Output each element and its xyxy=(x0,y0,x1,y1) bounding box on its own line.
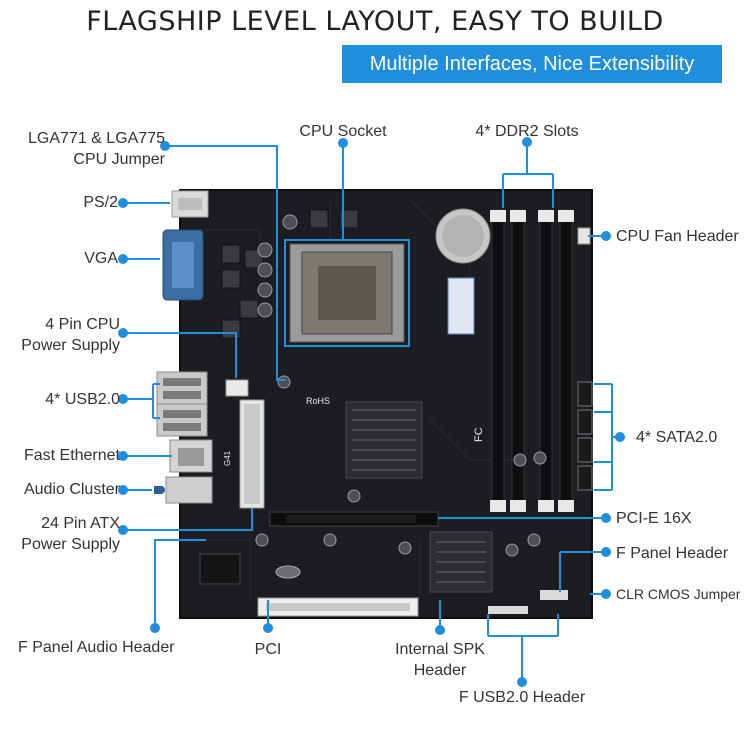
rohs-marking: RoHS xyxy=(306,396,330,406)
label-ddr2-slots: 4* DDR2 Slots xyxy=(475,123,579,140)
subtitle-banner: Multiple Interfaces, Nice Extensibility xyxy=(342,45,722,83)
page-title: FLAGSHIP LEVEL LAYOUT, EASY TO BUILD xyxy=(86,6,664,37)
dimm-latches xyxy=(490,210,574,512)
label-atx-power: 24 Pin ATX Power Supply xyxy=(21,515,120,553)
label-cpu-socket: CPU Socket xyxy=(299,123,387,140)
label-pci: PCI xyxy=(254,641,282,658)
label-clr-cmos: CLR CMOS Jumper xyxy=(616,586,741,602)
label-ethernet: Fast Ethernet xyxy=(23,447,120,464)
label-cpu-jumper: LGA771 & LGA775 CPU Jumper xyxy=(28,130,165,168)
fc-marking: FC xyxy=(473,427,485,442)
sticker xyxy=(447,277,475,335)
sata-ports xyxy=(577,381,593,491)
vrm-capacitors xyxy=(257,214,298,318)
audio-jack xyxy=(165,476,213,504)
ddr2-slots xyxy=(491,209,573,507)
label-f-panel-audio: F Panel Audio Header xyxy=(18,639,175,656)
f-usb-header-part xyxy=(488,606,528,614)
usb-port-lower xyxy=(156,403,208,437)
label-usb: 4* USB2.0 xyxy=(45,391,120,408)
board-capacitors xyxy=(255,375,547,557)
f-panel-header-part xyxy=(540,590,568,600)
label-vga: VGA xyxy=(84,250,118,267)
label-cpu-fan: CPU Fan Header xyxy=(616,228,739,245)
io-chip xyxy=(199,553,241,585)
label-f-panel: F Panel Header xyxy=(616,545,729,562)
cpu-power-connector xyxy=(225,379,249,397)
model-marking: G41 xyxy=(223,450,232,466)
label-sata: 4* SATA2.0 xyxy=(636,429,718,446)
label-cpu-power: 4 Pin CPU Power Supply xyxy=(21,316,120,354)
label-ps2: PS/2 xyxy=(83,194,118,211)
label-f-usb: F USB2.0 Header xyxy=(458,689,586,706)
southbridge-heatsink xyxy=(429,531,493,593)
northbridge-heatsink xyxy=(345,401,423,479)
label-spk-header: Internal SPK Header xyxy=(395,641,485,679)
usb-port-upper xyxy=(156,371,208,405)
label-audio-cluster: Audio Cluster xyxy=(23,481,120,498)
label-pcie: PCI-E 16X xyxy=(616,510,692,527)
